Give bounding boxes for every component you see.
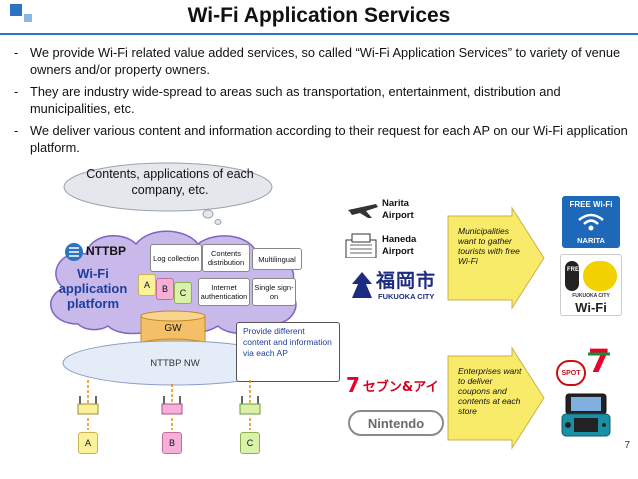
multilingual-label: Multilingual — [258, 254, 296, 264]
title-bar: Wi-Fi Application Services — [0, 0, 638, 35]
ap-device-c-icon — [239, 396, 261, 415]
ap-card-c: C — [240, 432, 260, 454]
log-collection-box: Log collection — [150, 244, 202, 272]
fukuoka-badge-bar — [565, 261, 579, 291]
fukuoka-badge-top: FREE — [567, 267, 584, 273]
ap-device-b-icon — [161, 396, 183, 415]
title-square-icon — [10, 4, 22, 16]
nttbp-logo-text: NTTBP — [86, 244, 126, 258]
contents-distribution-box: Contents distribution — [202, 244, 250, 272]
bullet-list: - We provide Wi-Fi related value added s… — [14, 44, 628, 161]
wifi-signal-icon — [578, 213, 604, 231]
bullet-item: - They are industry wide-spread to areas… — [14, 83, 628, 117]
nttbp-logo-icon — [65, 243, 83, 261]
content-card-b-label: B — [161, 284, 168, 294]
fukuoka-wifi-badge: FREE FUKUOKA CITY Wi-Fi — [560, 254, 622, 316]
ap-card-b-label: B — [168, 438, 175, 448]
content-card-a-label: A — [143, 280, 150, 290]
airplane-icon — [348, 204, 378, 218]
seven-eleven-logo-icon: 7 — [588, 344, 610, 378]
title-underline — [0, 33, 638, 35]
contents-distribution-label: Contents distribution — [207, 249, 245, 267]
enterprise-arrow-shape — [447, 346, 545, 450]
bullet-marker: - — [14, 123, 19, 138]
spot-logo: SPOT — [556, 360, 586, 386]
bullet-text: We deliver various content and informati… — [30, 123, 628, 155]
nintendo-text: Nintendo — [367, 415, 425, 431]
fukuoka-badge-city: FUKUOKA CITY — [572, 293, 610, 299]
internet-authentication-box: Internet authentication — [198, 278, 250, 306]
seven-i-text: セブン&アイ — [362, 379, 439, 395]
ap-card-c-label: C — [246, 438, 254, 448]
fukuoka-roman: FUKUOKA CITY — [378, 292, 435, 301]
seven-i-logo: 7 セブン&アイ — [346, 372, 444, 398]
narita-badge-bottom: NARITA — [577, 236, 605, 245]
single-sign-on-box: Single sign-on — [252, 278, 296, 306]
bullet-text: We provide Wi-Fi related value added ser… — [30, 45, 621, 77]
page-number: 7 — [624, 440, 630, 451]
fukuoka-kanji: 福岡市 — [376, 270, 437, 292]
narita-badge-top: FREE Wi-Fi — [569, 200, 613, 209]
ap-device-a-icon — [77, 396, 99, 415]
ap-card-b: B — [162, 432, 182, 454]
title-square-small-icon — [24, 14, 32, 22]
bullet-item: - We provide Wi-Fi related value added s… — [14, 44, 628, 78]
bullet-text: They are industry wide-spread to areas s… — [30, 84, 561, 116]
platform-diagram: Contents, applications of each company, … — [0, 160, 638, 479]
seven-i-mark-icon: 7 — [346, 373, 360, 397]
municipal-arrow-shape — [447, 206, 545, 310]
bullet-item: - We deliver various content and informa… — [14, 122, 628, 156]
fukuoka-badge-circle — [583, 261, 617, 291]
fukuoka-badge-bottom: Wi-Fi — [575, 300, 607, 315]
bullet-marker: - — [14, 84, 19, 99]
contents-bubble-text: Contents, applications of each company, … — [86, 167, 254, 197]
haneda-airport-label: Haneda Airport — [382, 234, 417, 257]
narita-wifi-badge: FREE Wi-Fi NARITA — [562, 196, 620, 248]
callout-box: Provide different content and informatio… — [236, 322, 340, 382]
internet-authentication-label: Internet authentication — [200, 283, 248, 301]
building-icon — [345, 233, 377, 258]
ap-card-a: A — [78, 432, 98, 454]
content-card-c-label: C — [179, 288, 187, 298]
ap-card-a-label: A — [84, 438, 91, 448]
bullet-marker: - — [14, 45, 19, 60]
enterprise-arrow-text: Enterprises want to deliver coupons and … — [458, 366, 522, 416]
gw-label: GW — [164, 323, 182, 334]
narita-airport-label: Narita Airport — [382, 198, 414, 221]
single-sign-on-label: Single sign-on — [254, 283, 294, 301]
fukuoka-emblem-icon — [352, 272, 372, 298]
multilingual-box: Multilingual — [252, 248, 302, 270]
svg-text:7: 7 — [588, 344, 610, 378]
contents-bubble-shape — [63, 162, 273, 225]
ap-connectors — [87, 380, 251, 430]
content-card-c: C — [174, 282, 192, 304]
callout-text: Provide different content and informatio… — [243, 326, 332, 358]
3ds-console-icon — [561, 393, 611, 437]
content-card-a: A — [138, 274, 156, 296]
log-collection-label: Log collection — [153, 253, 199, 263]
municipal-arrow-text: Municipalities want to gather tourists w… — [458, 226, 520, 266]
page-title: Wi-Fi Application Services — [187, 4, 451, 27]
content-card-b: B — [156, 278, 174, 300]
network-label: NTTBP NW — [150, 358, 200, 369]
platform-label: Wi-Fi application platform — [58, 266, 128, 311]
nintendo-logo: Nintendo — [348, 410, 444, 436]
spot-text: SPOT — [561, 369, 581, 377]
